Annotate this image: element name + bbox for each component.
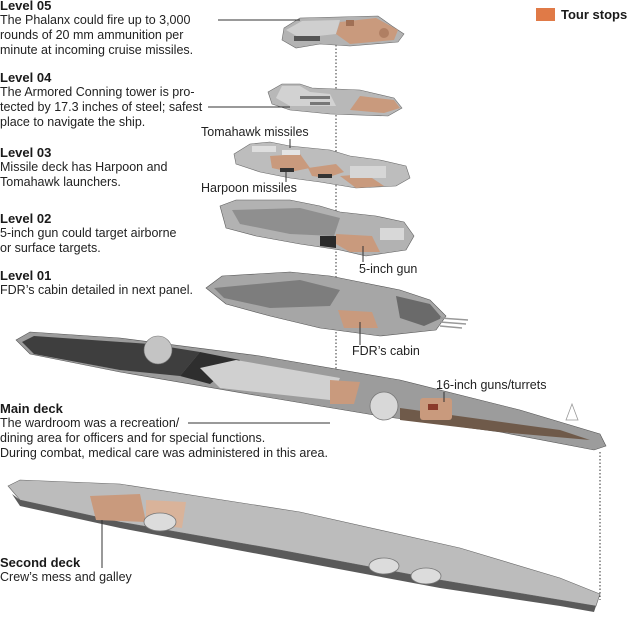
level-03-annotation: Level 03 Missile deck has Harpoon and To… [0, 145, 167, 190]
level-title: Second deck [0, 555, 81, 570]
deck-level-05 [281, 15, 405, 49]
level-desc-line: 5-inch gun could target airborne [0, 226, 177, 240]
level-desc-line: minute at incoming cruise missiles. [0, 43, 194, 57]
level-desc-line: or surface targets. [0, 241, 101, 255]
level-desc-line: Tomahawk launchers. [0, 175, 121, 189]
legend-swatch-tour-stops [536, 8, 555, 21]
second-deck [7, 479, 601, 612]
level-04-annotation: Level 04 The Armored Conning tower is pr… [0, 70, 202, 130]
callout-tomahawk-missiles: Tomahawk missiles [201, 125, 309, 139]
second-deck-annotation: Second deck Crew’s mess and galley [0, 555, 132, 585]
main-deck [15, 331, 607, 451]
level-desc-line: Crew’s mess and galley [0, 570, 132, 584]
level-title: Level 04 [0, 70, 52, 85]
level-desc-line: Missile deck has Harpoon and [0, 160, 168, 174]
legend: Tour stops [536, 7, 627, 22]
level-02-annotation: Level 02 5-inch gun could target airborn… [0, 211, 177, 256]
leader-lines [101, 19, 445, 568]
level-desc-line: FDR’s cabin detailed in next panel. [0, 283, 193, 297]
deck-level-02 [219, 199, 415, 257]
callout-five-inch-gun: 5-inch gun [359, 262, 418, 276]
level-01-annotation: Level 01 FDR’s cabin detailed in next pa… [0, 268, 193, 298]
level-desc-line: tected by 17.3 inches of steel; safest [0, 100, 203, 114]
level-title: Level 05 [0, 0, 52, 13]
level-title: Level 02 [0, 211, 52, 226]
legend-label: Tour stops [561, 7, 628, 22]
callout-fdr-cabin: FDR’s cabin [352, 344, 420, 358]
level-desc-line: The wardroom was a recreation/ [0, 416, 180, 430]
level-desc-line: During combat, medical care was administ… [0, 446, 328, 460]
level-desc-line: The Armored Conning tower is pro- [0, 85, 195, 99]
level-title: Level 01 [0, 268, 52, 283]
level-desc-line: dining area for officers and for special… [0, 431, 266, 445]
level-title: Main deck [0, 401, 63, 416]
level-title: Level 03 [0, 145, 52, 160]
deck-level-01 [205, 271, 469, 337]
level-desc-line: The Phalanx could fire up to 3,000 [0, 13, 191, 27]
deck-level-04 [267, 83, 403, 117]
callout-sixteen-inch-guns: 16-inch guns/turrets [436, 378, 547, 392]
callout-harpoon-missiles: Harpoon missiles [201, 181, 297, 195]
level-desc-line: rounds of 20 mm ammunition per [0, 28, 184, 42]
deck-level-03 [233, 141, 411, 189]
level-desc-line: place to navigate the ship. [0, 115, 146, 129]
level-05-annotation: Level 05 The Phalanx could fire up to 3,… [0, 0, 193, 58]
main-deck-annotation: Main deck The wardroom was a recreation/… [0, 401, 328, 461]
